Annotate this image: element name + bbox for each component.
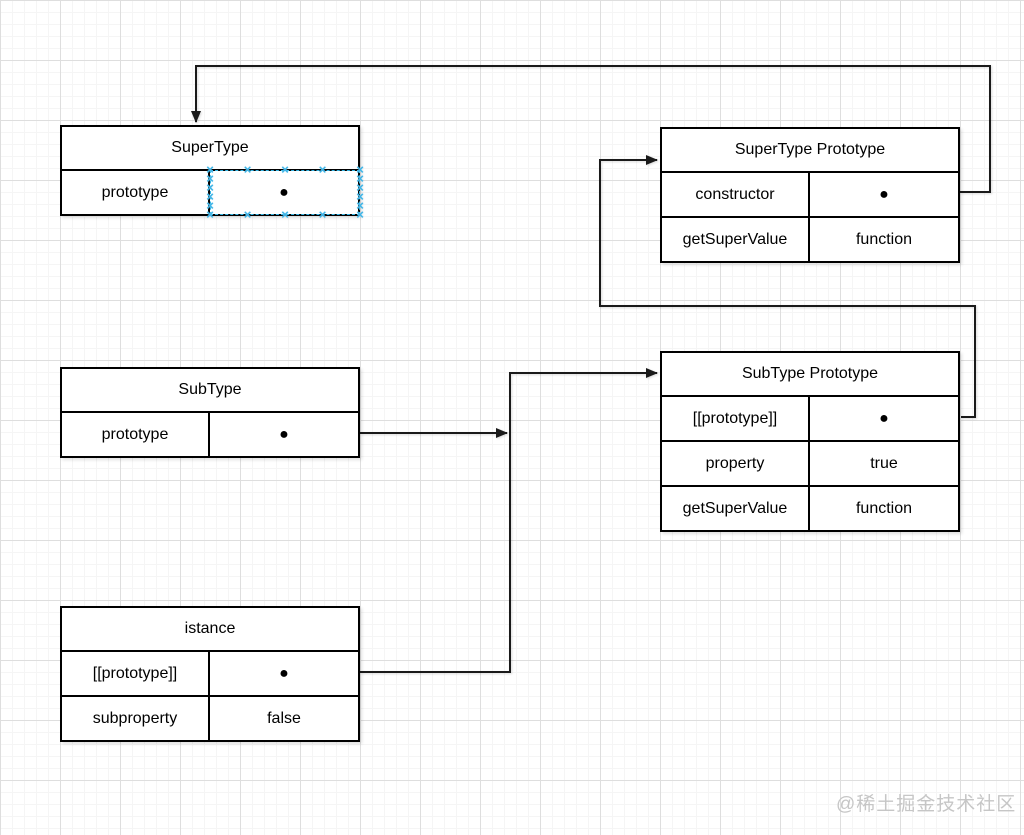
- subproperty-value[interactable]: false: [267, 709, 301, 727]
- subtype-prototype-box[interactable]: SubType Prototype [[prototype]] ● proper…: [660, 351, 960, 532]
- proto-link-pointer[interactable]: ●: [279, 664, 289, 682]
- edge-istance-to-subtypeproto[interactable]: [360, 368, 658, 673]
- property-value[interactable]: true: [870, 454, 898, 472]
- supertype-title[interactable]: SuperType: [62, 127, 358, 171]
- table-row[interactable]: property true: [662, 442, 958, 487]
- getsupervalue-value[interactable]: function: [855, 230, 913, 248]
- table-row[interactable]: prototype ●: [62, 171, 358, 214]
- istance-box[interactable]: istance [[prototype]] ● subproperty fals…: [60, 606, 360, 742]
- supertype-box[interactable]: SuperType prototype ●: [60, 125, 360, 216]
- table-row[interactable]: getSuperValue function: [662, 218, 958, 261]
- edge-constructor-to-supertype[interactable]: [191, 65, 991, 193]
- subproperty-key[interactable]: subproperty: [62, 697, 210, 740]
- istance-title[interactable]: istance: [62, 608, 358, 652]
- edge-subtypeproto-to-supertypeproto[interactable]: [599, 155, 976, 418]
- table-row[interactable]: subproperty false: [62, 697, 358, 740]
- table-row[interactable]: [[prototype]] ●: [62, 652, 358, 697]
- proto-link-pointer[interactable]: ●: [879, 409, 889, 427]
- getsupervalue-key[interactable]: getSuperValue: [662, 487, 810, 530]
- table-row[interactable]: constructor ●: [662, 173, 958, 218]
- getsupervalue-key[interactable]: getSuperValue: [662, 218, 810, 261]
- getsupervalue-value[interactable]: function: [855, 499, 913, 517]
- subtype-prototype-title[interactable]: SubType Prototype: [662, 353, 958, 397]
- subtype-prototype-key[interactable]: prototype: [62, 413, 210, 456]
- supertype-prototype-box[interactable]: SuperType Prototype constructor ● getSup…: [660, 127, 960, 263]
- table-row[interactable]: prototype ●: [62, 413, 358, 456]
- proto-link-key[interactable]: [[prototype]]: [662, 397, 810, 440]
- supertype-prototype-pointer[interactable]: ●: [279, 183, 289, 201]
- constructor-pointer[interactable]: ●: [879, 185, 889, 203]
- subtype-title[interactable]: SubType: [62, 369, 358, 413]
- constructor-key[interactable]: constructor: [662, 173, 810, 216]
- supertype-prototype-title[interactable]: SuperType Prototype: [662, 129, 958, 173]
- supertype-prototype-key[interactable]: prototype: [62, 171, 210, 214]
- watermark: @稀土掘金技术社区: [836, 794, 1017, 815]
- property-key[interactable]: property: [662, 442, 810, 485]
- table-row[interactable]: [[prototype]] ●: [662, 397, 958, 442]
- subtype-box[interactable]: SubType prototype ●: [60, 367, 360, 458]
- table-row[interactable]: getSuperValue function: [662, 487, 958, 530]
- proto-link-key[interactable]: [[prototype]]: [62, 652, 210, 695]
- subtype-prototype-pointer[interactable]: ●: [279, 425, 289, 443]
